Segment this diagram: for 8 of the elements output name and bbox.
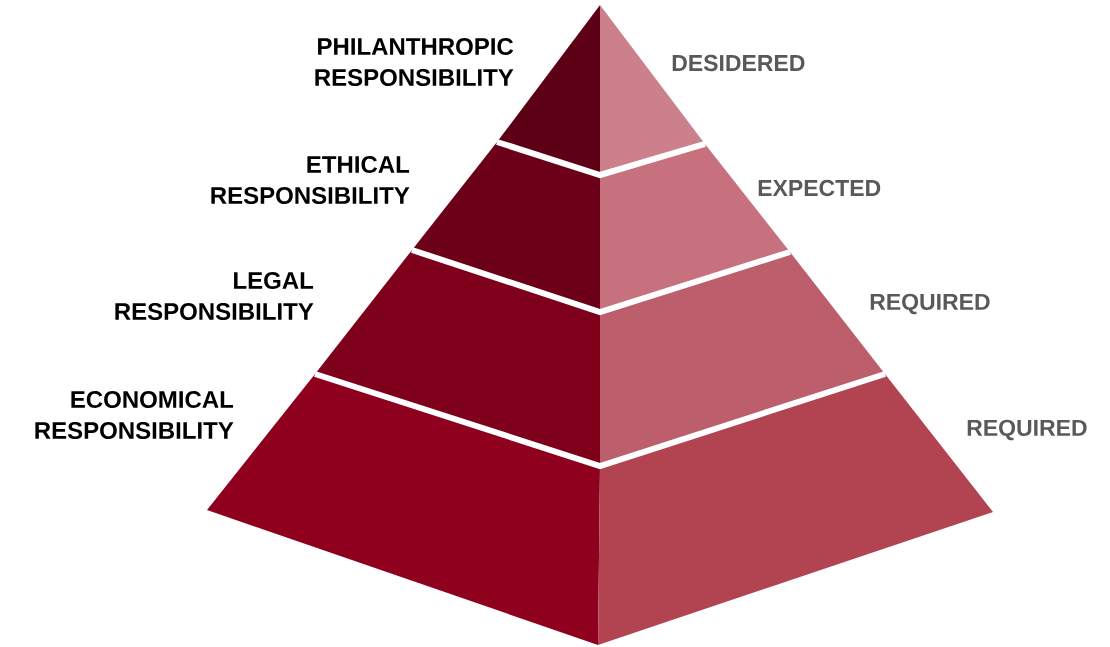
level-label: DESIDERED (672, 54, 805, 72)
level-label: REQUIRED (967, 419, 1087, 441)
layer-label: LEGAL RESPONSIBILITY (115, 272, 314, 320)
layer-label: PHILANTHROPIC RESPONSIBILITY (315, 38, 514, 86)
level-label: EXPECTED (758, 179, 881, 197)
layer-label: ECONOMICAL RESPONSIBILITY (35, 391, 234, 439)
layer-label: ETHICAL RESPONSIBILITY (211, 156, 410, 204)
level-label: REQUIRED (870, 293, 990, 315)
